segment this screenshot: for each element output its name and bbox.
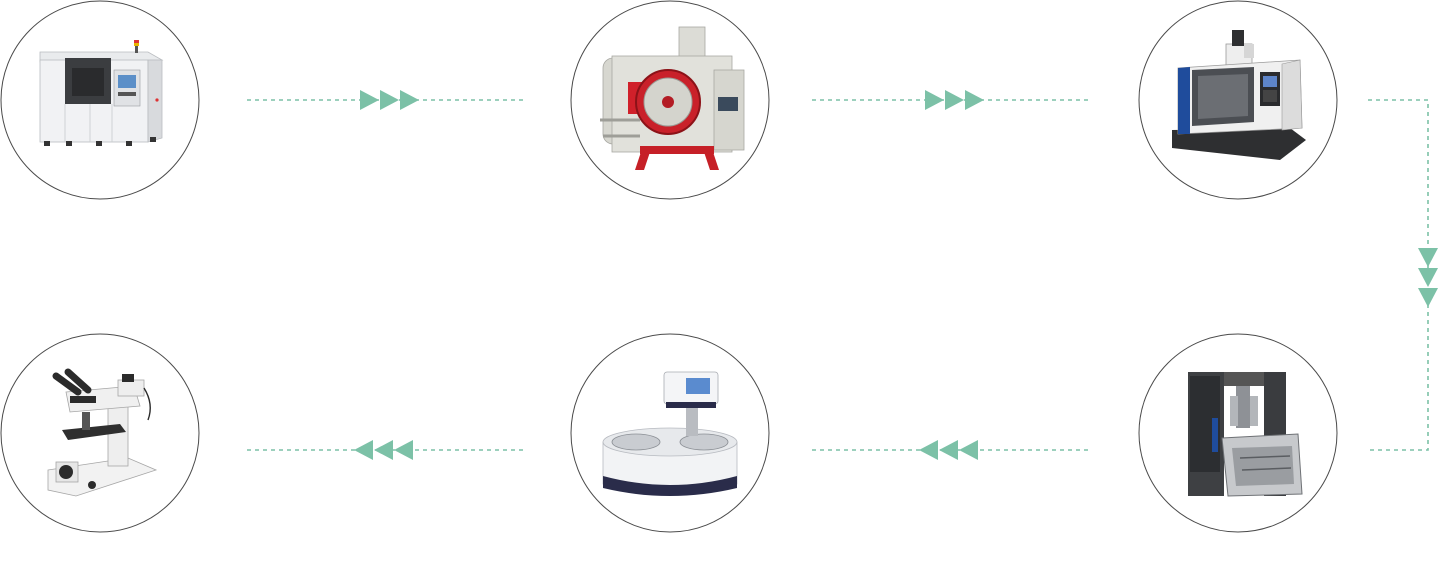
arrow-down-icon xyxy=(1418,248,1438,307)
stage-1-node[interactable] xyxy=(0,0,200,200)
connector-5-to-6 xyxy=(247,440,527,460)
stage-5-node[interactable] xyxy=(570,333,770,533)
connector-2-to-3 xyxy=(812,90,1092,110)
arrow-left-icon xyxy=(919,440,978,460)
stage-3-node[interactable] xyxy=(1138,0,1338,200)
stage-2-node[interactable] xyxy=(570,0,770,200)
stage-6-node[interactable] xyxy=(0,333,200,533)
arrow-right-icon xyxy=(925,90,984,110)
cnc-machining-center-icon xyxy=(1172,30,1306,160)
connector-3-to-4 xyxy=(1368,99,1438,451)
vacuum-heat-treatment-furnace-icon xyxy=(600,26,745,170)
grinding-polishing-machine-icon xyxy=(602,371,738,496)
arrow-left-icon xyxy=(354,440,413,460)
metal-3d-printer-icon xyxy=(39,40,164,146)
universal-testing-machine-icon xyxy=(1188,372,1303,497)
metallographic-microscope-icon xyxy=(47,368,158,497)
connector-1-to-2 xyxy=(247,90,527,110)
connector-4-to-5 xyxy=(812,440,1092,460)
arrow-right-icon xyxy=(360,90,419,110)
stage-4-node[interactable] xyxy=(1138,333,1338,533)
